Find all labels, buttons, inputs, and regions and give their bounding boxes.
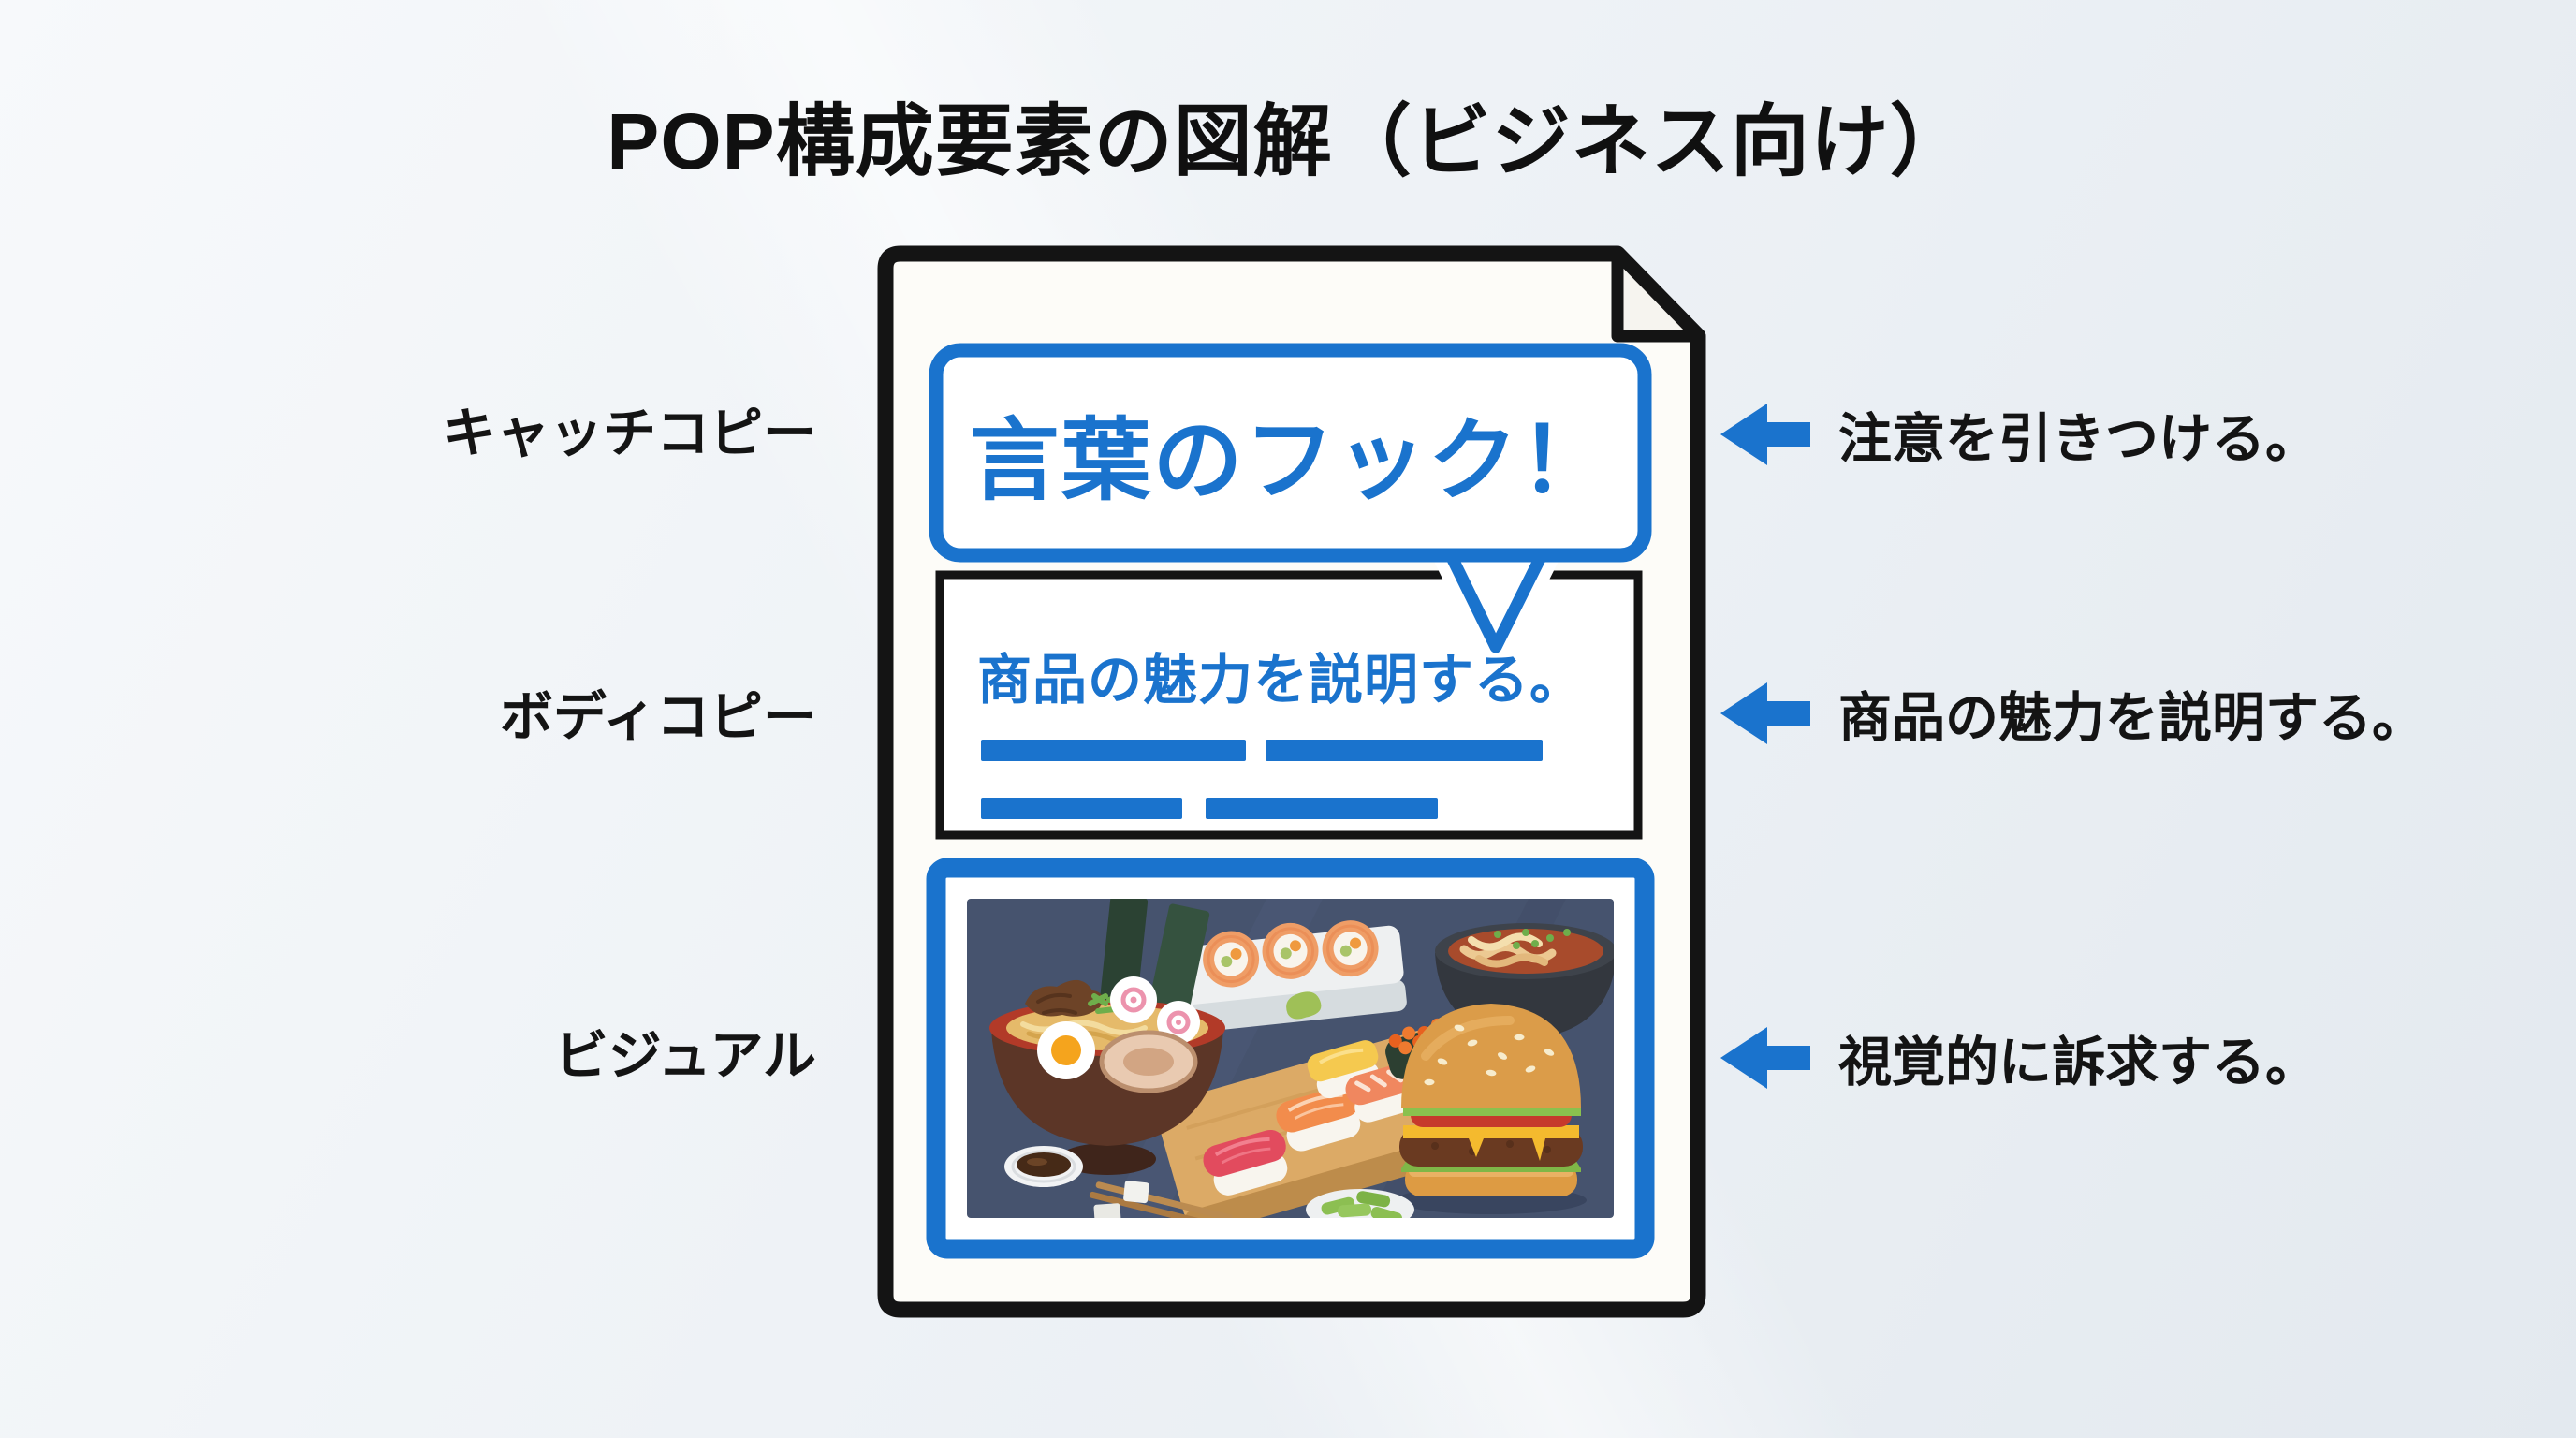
left-arrow-icon	[1720, 404, 1810, 465]
body-copy-text: 商品の魅力を説明する。	[977, 650, 1586, 711]
poster-artwork	[877, 245, 1706, 1318]
annotation-row-catch-copy: 注意を引きつける。	[1720, 395, 2319, 474]
tuna-nigiri	[1203, 1129, 1288, 1196]
text-placeholder-bar	[1266, 740, 1543, 761]
annotation-row-visual: 視覚的に訴求する。	[1720, 1019, 2319, 1097]
annotation-row-body-copy: 商品の魅力を説明する。	[1720, 674, 2425, 753]
pop-poster-paper: 言葉のフック！ 商品の魅力を説明する。	[871, 239, 1713, 1325]
folded-corner-icon	[1611, 247, 1705, 343]
label-catch-copy: キャッチコピー	[443, 404, 816, 463]
left-arrow-icon	[1720, 682, 1810, 744]
edamame-dish	[1306, 1189, 1414, 1218]
soy-sauce-dish	[1004, 1146, 1083, 1187]
label-body-copy: ボディコピー	[499, 687, 816, 747]
catch-copy-text: 言葉のフック！	[969, 411, 1612, 511]
text-placeholder-bar	[981, 798, 1182, 819]
annotation-text: 視覚的に訴求する。	[1838, 1033, 2319, 1093]
sugar-cube	[1093, 1203, 1121, 1218]
annotation-text: 注意を引きつける。	[1838, 409, 2319, 469]
label-visual: ビジュアル	[554, 1026, 816, 1086]
cheeseburger	[1396, 1004, 1587, 1214]
sugar-cube	[1123, 1181, 1149, 1204]
text-placeholder-bar	[1206, 798, 1438, 819]
speech-bubble-box	[929, 343, 1652, 563]
tamago-nigiri	[1307, 1040, 1380, 1099]
left-arrow-icon	[1720, 1027, 1810, 1089]
page-title: POP構成要素の図解（ビジネス向け）	[607, 97, 1969, 185]
salmon-nigiri	[1276, 1085, 1361, 1152]
annotation-text: 商品の魅力を説明する。	[1838, 688, 2425, 748]
food-photo-illustration	[967, 899, 1614, 1218]
text-placeholder-bar	[981, 740, 1246, 761]
sushi-roll-plate	[1176, 920, 1407, 1034]
ramen-bowl	[989, 899, 1225, 1175]
